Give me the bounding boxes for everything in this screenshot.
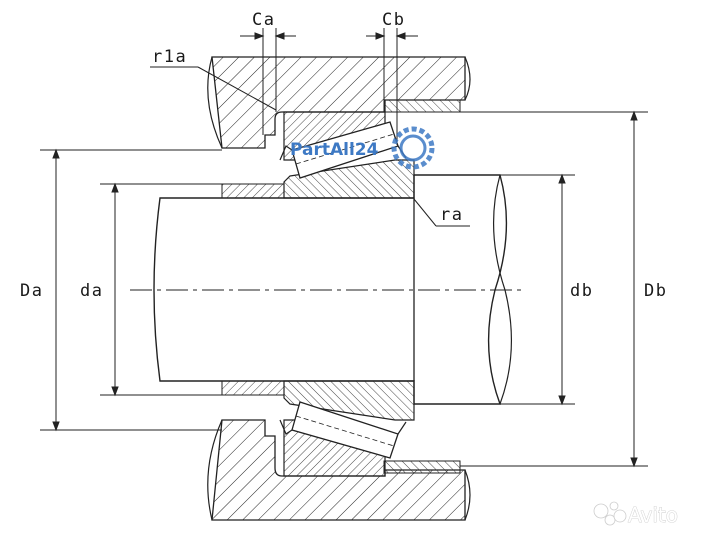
avito-site-name: Avito	[628, 503, 678, 527]
label-Db: Db	[644, 281, 667, 301]
label-Da: Da	[20, 281, 43, 301]
label-cb: Cb	[382, 10, 405, 30]
partall24-watermark: PartAll24	[290, 126, 435, 170]
bearing-bottom	[279, 380, 415, 477]
bearing-top	[279, 111, 415, 199]
gear-icon	[391, 126, 435, 170]
label-r1a: r1a	[152, 47, 187, 67]
avito-dots-icon	[593, 501, 627, 526]
label-da: da	[80, 281, 103, 301]
watermark-brand: PartAll24	[290, 140, 379, 160]
label-ca: Ca	[252, 10, 275, 30]
label-ra: ra	[440, 205, 463, 225]
label-db: db	[570, 281, 593, 301]
dimension-lines	[40, 28, 648, 468]
shaft-shoulder	[221, 99, 461, 474]
avito-watermark: Avito	[593, 501, 678, 527]
